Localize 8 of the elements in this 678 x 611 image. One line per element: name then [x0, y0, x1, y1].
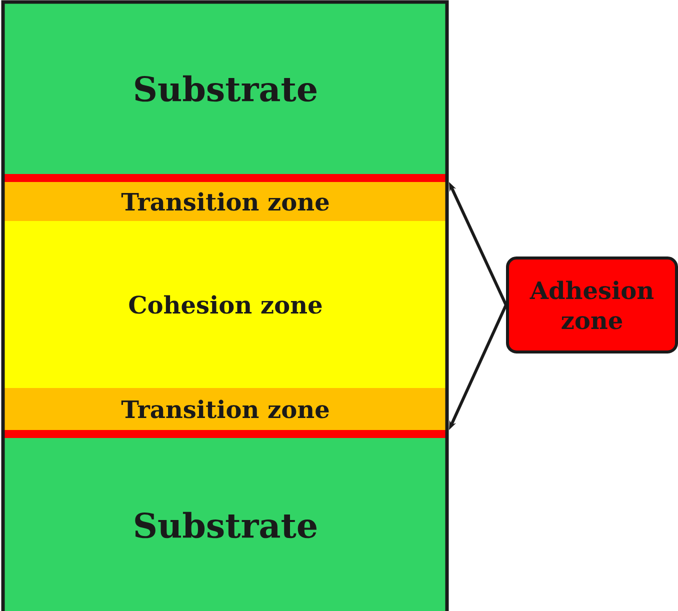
transition-zone-band: Transition zone: [4, 182, 447, 221]
label-box: Adhesion zone: [506, 256, 678, 354]
substrate-layer: Substrate: [4, 438, 447, 611]
interface-bar: [4, 430, 447, 438]
cohesion-zone-band: Cohesion zone: [4, 221, 447, 388]
substrate-layer: Substrate: [4, 3, 447, 174]
transition-zone-band: Transition zone: [4, 388, 447, 430]
interface-bar: [4, 174, 447, 182]
